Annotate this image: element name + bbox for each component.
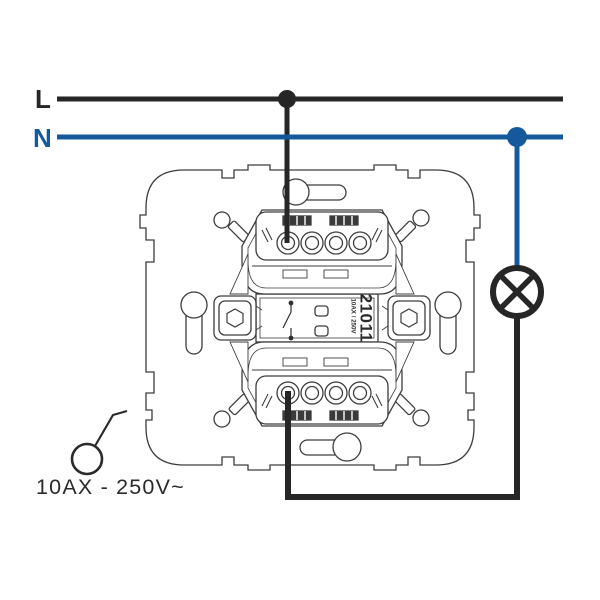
model-rating-text: 10AX / 250V (350, 298, 357, 334)
hex-screw-left (226, 308, 244, 328)
switch-symbol-icon (70, 409, 128, 476)
switch-body: 21011 10AX / 250V (255, 280, 379, 356)
fixing-hole-bottom-left (213, 410, 231, 428)
fixing-hole-top-right (412, 209, 430, 227)
keyhole-right (434, 291, 462, 355)
line-conductor (57, 90, 563, 243)
fixing-hole-top-left (213, 211, 231, 229)
corner-marks-bottom (261, 393, 383, 409)
mechanism-drawing: 21011 10AX / 250V (139, 164, 481, 471)
terminal-screw-slots-top (282, 215, 359, 226)
terminal-housing-bottom (229, 341, 415, 427)
keyhole-left (180, 291, 208, 355)
contact-schematic (282, 300, 294, 341)
fixing-hole-bottom-right (412, 409, 430, 427)
claw-screw-right (381, 295, 431, 341)
lamp-icon (490, 265, 544, 319)
rating-label: 10AX - 250V~ (36, 475, 185, 499)
load-return-wire (285, 316, 520, 500)
body-hole-upper (314, 305, 329, 317)
hex-screw-right (400, 308, 418, 328)
keyhole-bottom (299, 432, 362, 462)
line-label: L (35, 84, 51, 114)
corner-marks-top (261, 227, 383, 243)
terminal-housing-top (229, 209, 415, 295)
neutral-label: N (33, 123, 52, 153)
body-hole-lower (314, 325, 329, 337)
terminal-holes-top (276, 231, 372, 255)
model-number-text: 21011 (357, 294, 376, 343)
terminal-screw-slots-bottom (282, 410, 359, 421)
neutral-conductor (57, 127, 563, 267)
wiring (57, 90, 563, 500)
claw-screw-left (213, 295, 263, 341)
